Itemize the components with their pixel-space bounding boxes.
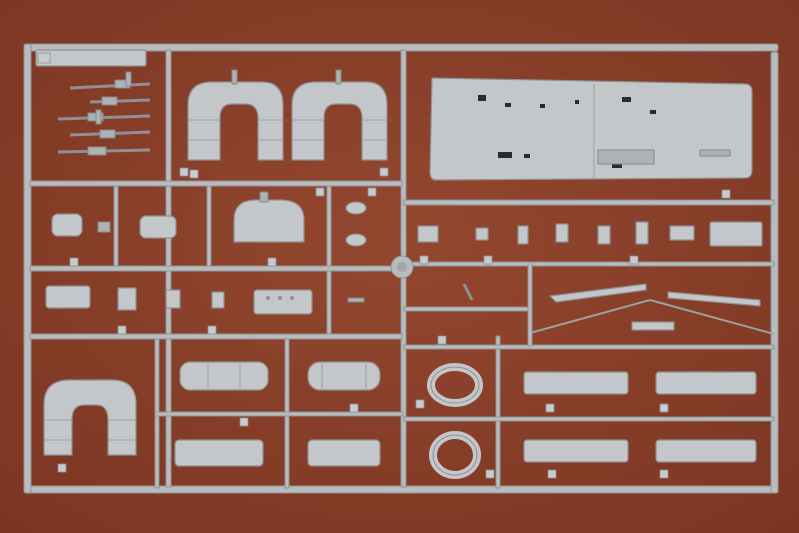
fuel-tanks <box>174 361 381 467</box>
sprue-label-plate <box>35 49 147 67</box>
seat-cushion-left <box>179 69 284 177</box>
row3-parts <box>45 285 365 315</box>
row2-parts <box>51 191 367 247</box>
panel-parts <box>523 371 757 463</box>
seat-cushion-bottom <box>43 379 137 456</box>
part-number-tags <box>57 169 731 479</box>
sprue-frame <box>23 43 779 494</box>
ring-parts <box>427 363 483 479</box>
floor-plate <box>429 77 753 181</box>
seat-cushion-right <box>291 69 389 177</box>
small-fittings <box>417 221 763 331</box>
rifle-parts <box>57 71 151 156</box>
